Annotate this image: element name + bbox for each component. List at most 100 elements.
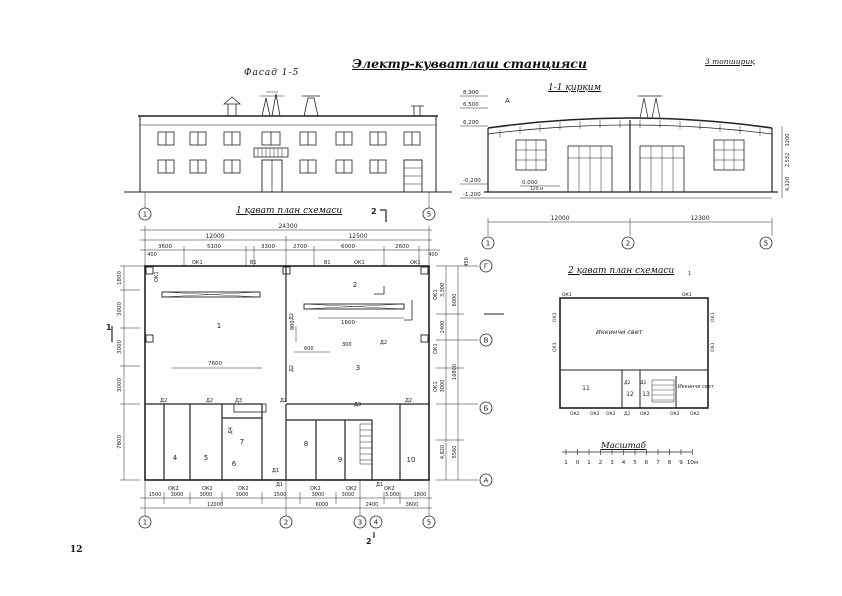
room-number: 13 <box>642 391 650 398</box>
window-label: ОК2 <box>570 411 580 417</box>
level-mark: 6,200 <box>463 120 479 126</box>
right-dim: 3000 <box>440 380 446 393</box>
scale-title: Масштаб <box>601 441 646 451</box>
window-label: ОК1 <box>552 342 558 352</box>
bottom-dim: 3000 <box>342 492 355 498</box>
section-right-dim: 1200 <box>785 134 791 147</box>
facade-axis-left: 1 <box>143 211 147 219</box>
window-label: ОК2 <box>168 486 179 492</box>
door-label: Д2 <box>206 398 213 404</box>
window-label: ОК2 <box>202 486 213 492</box>
window-label: ОК1 <box>710 312 716 322</box>
level-mark: 0,000 <box>522 180 538 186</box>
bottom-dim: 3000 <box>312 492 325 498</box>
scale-tick-label: 1 <box>587 460 591 466</box>
plan1-axis-bottom: 1 <box>143 519 147 527</box>
row-dim: 2600 <box>395 244 409 250</box>
window-label: ОК1 <box>410 260 421 266</box>
row-dim: 2700 <box>293 244 307 250</box>
door-label: Д3 <box>354 402 361 408</box>
end-dim: 400 <box>147 252 157 258</box>
task-number: 3 топшириқ <box>705 57 755 66</box>
cut-marker-bottom: 2 <box>366 537 372 546</box>
room-number: 11 <box>582 385 590 392</box>
window-label: ОК2 <box>238 486 249 492</box>
section-1-1: 8,900 6,500 6,200 -0,200 -1,200 0,000 12… <box>460 90 791 250</box>
scale-tick-label: 7 <box>656 460 660 466</box>
window-label: ОК2 <box>590 411 600 417</box>
plan1-axis-bottom: 2 <box>284 519 288 527</box>
scale-tick-label: 3 <box>610 460 614 466</box>
left-dim: 7800 <box>117 435 123 449</box>
plan1-axis-bottom: 5 <box>427 519 431 527</box>
row-dim: 3300 <box>261 244 275 250</box>
room-number: 5 <box>204 454 208 462</box>
room-number: 9 <box>338 456 342 464</box>
second-light-label: Иккинчи свет <box>596 328 643 336</box>
floor-plan-1: 2 24300 12000 12500 3600 5100 3300 2700 … <box>106 207 504 546</box>
bottom-span: 3600 <box>406 502 419 508</box>
right-dim: 450 <box>464 257 470 267</box>
window-label: ОК1 <box>552 312 558 322</box>
window-label: ОК1 <box>433 381 439 392</box>
door-label: Д1 <box>272 468 279 474</box>
door-label: Д2 <box>289 365 295 372</box>
bottom-span: 6000 <box>316 502 329 508</box>
window-label: ОК2 <box>690 411 700 417</box>
page-number: 12 <box>70 545 83 555</box>
room-number: 2 <box>353 281 357 289</box>
second-light-label-small: Иккинчи свет <box>678 384 715 390</box>
window-label: ОК1 <box>354 260 365 266</box>
door-label: Д2 <box>405 398 412 404</box>
section-title: 1-1 қирқим <box>548 83 602 93</box>
left-dim: 3000 <box>117 340 123 354</box>
plan2-title: 2 қават план схемаси <box>568 266 675 276</box>
section-axis: 5 <box>764 240 768 248</box>
plan1-title: 1 қават план схемаси <box>236 206 343 216</box>
window-label: ОК2 <box>310 486 321 492</box>
scale-tick-label: 6 <box>645 460 649 466</box>
plan1-axis-right: В <box>484 337 489 345</box>
room-number: 3 <box>356 364 360 372</box>
left-dim: 3000 <box>117 302 123 316</box>
door-label: Д2 <box>380 340 387 346</box>
door-label: Д3 <box>235 398 242 404</box>
inner-dim: 1600 <box>341 320 355 326</box>
window-label: В1 <box>250 260 257 266</box>
span-dim: 12500 <box>348 233 367 240</box>
window-label: ОК1 <box>562 292 572 298</box>
bottom-dim: 3000 <box>171 492 184 498</box>
left-dim: 1800 <box>117 271 123 285</box>
door-label: Д2 <box>624 411 631 417</box>
section-axis: 1 <box>486 240 490 248</box>
floor-plan-2: 1 Иккинчи свет Иккинчи свет ОК1 ОК1 ОК1 … <box>552 271 716 417</box>
room-number: 7 <box>240 438 244 446</box>
bottom-dim: 3,000 <box>385 492 399 498</box>
window-label: ОК1 <box>710 342 716 352</box>
row-dim: 5100 <box>207 244 221 250</box>
window-label: ОК2 <box>670 411 680 417</box>
row-dim: 400 <box>428 252 438 258</box>
span-dim: 12000 <box>205 233 224 240</box>
inner-dim: 600 <box>304 346 314 352</box>
bottom-dim: 1800 <box>414 492 427 498</box>
facade-axis-right: 5 <box>427 211 431 219</box>
level-mark: 6,500 <box>463 102 479 108</box>
level-mark: -0,200 <box>463 178 481 184</box>
door-label: Д2 <box>289 313 295 320</box>
room-number: 6 <box>232 460 237 468</box>
section-right-dim: 2,532 <box>785 153 791 167</box>
right-dim: 3,300 <box>440 283 446 297</box>
window-label: ОК1 <box>433 289 439 300</box>
window-label: ОК2 <box>640 411 650 417</box>
level-mark: -1,200 <box>463 192 481 198</box>
right-dim: 2400 <box>440 321 446 334</box>
level-note: 120 м <box>530 186 543 192</box>
bottom-span: 12000 <box>207 502 223 508</box>
scale-tick-label: 2 <box>599 460 603 466</box>
room-number: 12 <box>626 391 634 398</box>
right-dim: 6000 <box>452 294 458 307</box>
door-label: Д4 <box>228 427 234 434</box>
